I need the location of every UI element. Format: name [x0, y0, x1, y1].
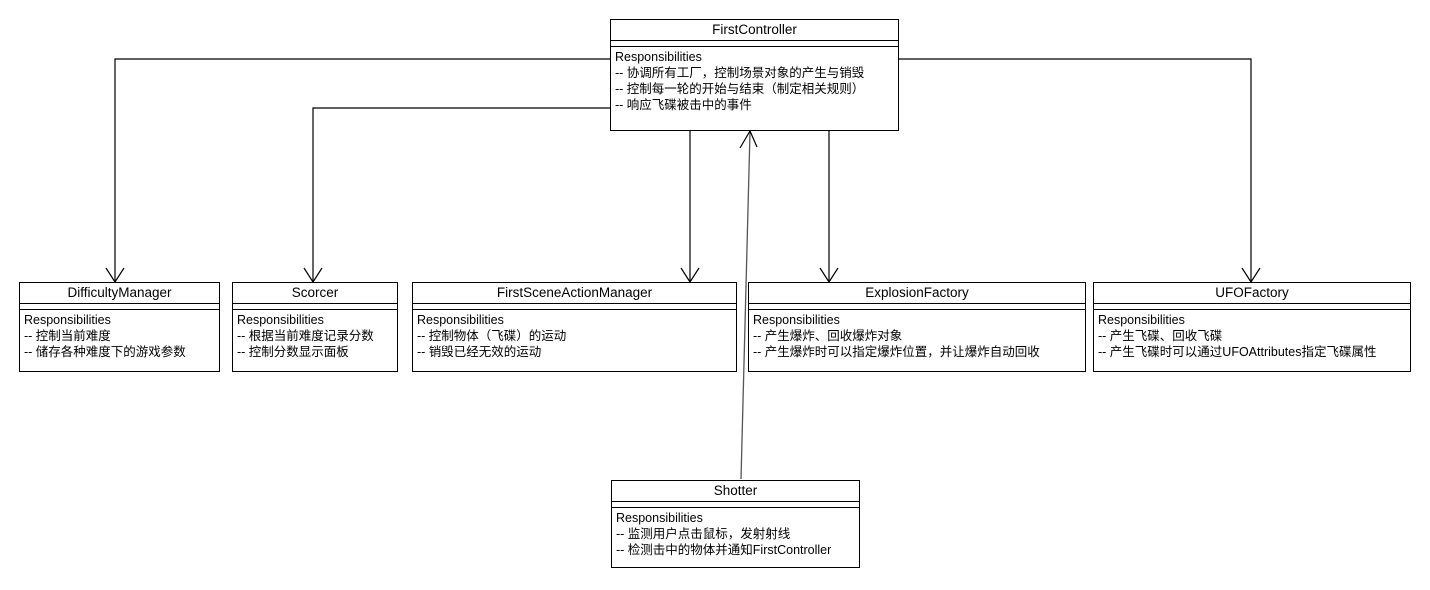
- responsibility-item: -- 销毁已经无效的运动: [417, 345, 542, 359]
- responsibility-item: -- 检测击中的物体并通知FirstController: [616, 543, 832, 557]
- class-name-first-controller: FirstController: [611, 20, 898, 41]
- responsibility-item: -- 根据当前难度记录分数: [237, 329, 374, 343]
- connector-fc-to-first-scene-action-manager: [680, 130, 700, 284]
- class-separator-band: [612, 502, 859, 508]
- responsibilities-label: Responsibilities: [1098, 313, 1185, 327]
- class-box-first-scene-action-manager[interactable]: FirstSceneActionManager Responsibilities…: [412, 282, 737, 372]
- class-box-ufo-factory[interactable]: UFOFactory Responsibilities -- 产生飞碟、回收飞碟…: [1093, 282, 1411, 372]
- class-name-difficulty-manager: DifficultyManager: [20, 283, 219, 304]
- responsibility-item: -- 控制每一轮的开始与结束（制定相关规则）: [615, 82, 865, 96]
- class-separator-band: [20, 304, 219, 310]
- class-separator-band: [1094, 304, 1410, 310]
- connector-fc-to-scorcer: [303, 107, 611, 284]
- class-separator-band: [749, 304, 1085, 310]
- responsibility-item: -- 产生爆炸、回收爆炸对象: [753, 329, 903, 343]
- responsibility-item: -- 协调所有工厂，控制场景对象的产生与销毁: [615, 66, 865, 80]
- class-body-shotter: Responsibilities -- 监测用户点击鼠标，发射射线 -- 检测击…: [612, 508, 859, 567]
- class-name-explosion-factory: ExplosionFactory: [749, 283, 1085, 304]
- responsibilities-label: Responsibilities: [417, 313, 504, 327]
- class-body-first-scene-action-manager: Responsibilities -- 控制物体（飞碟）的运动 -- 销毁已经无…: [413, 310, 736, 371]
- class-body-first-controller: Responsibilities -- 协调所有工厂，控制场景对象的产生与销毁 …: [611, 47, 898, 130]
- connector-fc-to-explosion-factory: [819, 130, 839, 284]
- class-box-shotter[interactable]: Shotter Responsibilities -- 监测用户点击鼠标，发射射…: [611, 480, 860, 568]
- responsibility-item: -- 产生飞碟、回收飞碟: [1098, 329, 1223, 343]
- class-name-scorcer: Scorcer: [233, 283, 397, 304]
- responsibility-item: -- 监测用户点击鼠标，发射射线: [616, 527, 791, 541]
- responsibilities-label: Responsibilities: [616, 511, 703, 525]
- class-body-explosion-factory: Responsibilities -- 产生爆炸、回收爆炸对象 -- 产生爆炸时…: [749, 310, 1085, 371]
- responsibility-item: -- 储存各种难度下的游戏参数: [24, 345, 186, 359]
- class-body-difficulty-manager: Responsibilities -- 控制当前难度 -- 储存各种难度下的游戏…: [20, 310, 219, 371]
- connector-fc-to-difficulty-manager: [105, 58, 611, 284]
- responsibility-item: -- 产生爆炸时可以指定爆炸位置，并让爆炸自动回收: [753, 345, 1040, 359]
- responsibilities-label: Responsibilities: [753, 313, 840, 327]
- responsibility-item: -- 控制分数显示面板: [237, 345, 349, 359]
- class-body-scorcer: Responsibilities -- 根据当前难度记录分数 -- 控制分数显示…: [233, 310, 397, 371]
- class-box-explosion-factory[interactable]: ExplosionFactory Responsibilities -- 产生爆…: [748, 282, 1086, 372]
- class-separator-band: [413, 304, 736, 310]
- class-separator-band: [611, 41, 898, 47]
- responsibility-item: -- 响应飞碟被击中的事件: [615, 98, 752, 112]
- class-box-difficulty-manager[interactable]: DifficultyManager Responsibilities -- 控制…: [19, 282, 220, 372]
- responsibility-item: -- 控制物体（飞碟）的运动: [417, 329, 567, 343]
- connector-fc-to-ufo-factory: [899, 58, 1261, 284]
- class-body-ufo-factory: Responsibilities -- 产生飞碟、回收飞碟 -- 产生飞碟时可以…: [1094, 310, 1410, 371]
- class-name-first-scene-action-manager: FirstSceneActionManager: [413, 283, 736, 304]
- class-separator-band: [233, 304, 397, 310]
- class-box-scorcer[interactable]: Scorcer Responsibilities -- 根据当前难度记录分数 -…: [232, 282, 398, 372]
- class-name-shotter: Shotter: [612, 481, 859, 502]
- responsibilities-label: Responsibilities: [615, 50, 702, 64]
- responsibility-item: -- 控制当前难度: [24, 329, 111, 343]
- responsibilities-label: Responsibilities: [237, 313, 324, 327]
- class-name-ufo-factory: UFOFactory: [1094, 283, 1410, 304]
- responsibility-item: -- 产生飞碟时可以通过UFOAttributes指定飞碟属性: [1098, 345, 1377, 359]
- responsibilities-label: Responsibilities: [24, 313, 111, 327]
- class-box-first-controller[interactable]: FirstController Responsibilities -- 协调所有…: [610, 19, 899, 131]
